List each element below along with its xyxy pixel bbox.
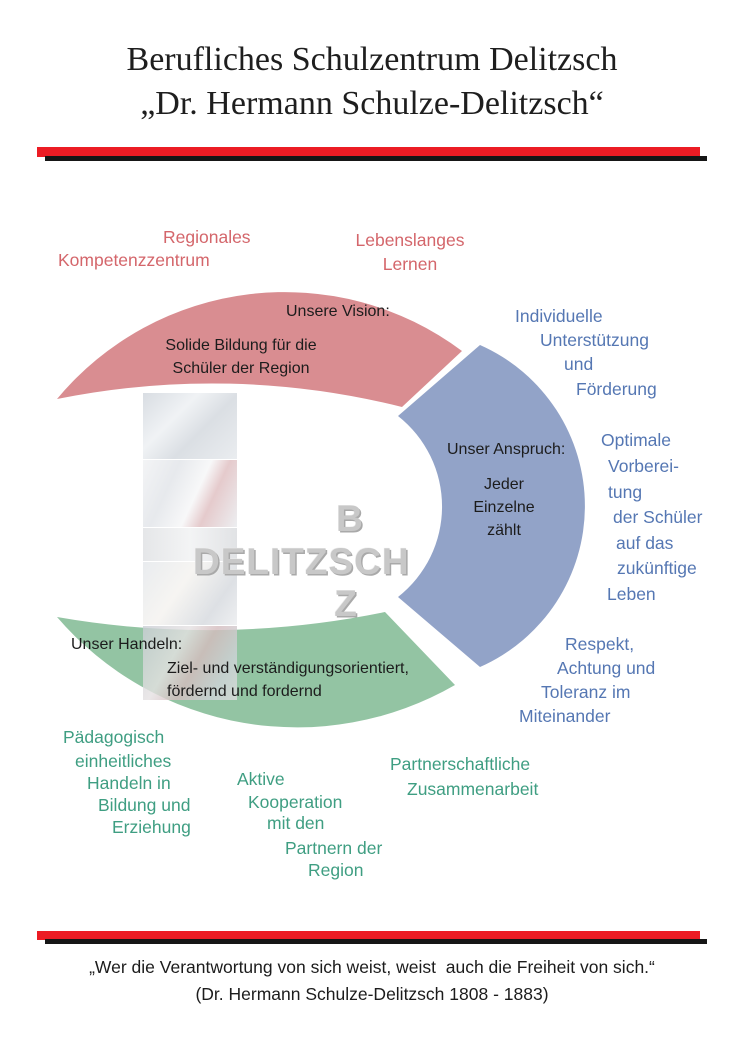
label-partnerschaftliche-line2: Zusammenarbeit: [407, 779, 539, 799]
label-lebenslanges-line2: Lernen: [382, 254, 438, 274]
label-respekt-line1: Respekt,: [565, 634, 635, 654]
label-paedagogisch-line2: einheitliches: [75, 751, 172, 771]
label-paedagogisch-line3: Handeln in: [87, 773, 171, 793]
label-individuelle-line4: Förderung: [576, 379, 657, 399]
photo-students-pair: [143, 626, 237, 700]
photo-equipment: [143, 528, 237, 561]
label-individuelle-line3: und: [564, 354, 594, 374]
label-optimale-line2: Vorberei-: [608, 456, 680, 476]
anspruch-heading: Unser Anspruch:: [447, 441, 566, 458]
label-aktive-line4: Partnern der: [285, 838, 383, 858]
label-aktive-line3: mit den: [267, 813, 325, 833]
bottom-divider-black-bar: [45, 939, 707, 944]
watermark-letter-b: B: [336, 498, 364, 539]
label-optimale-line5: auf das: [616, 533, 674, 553]
label-aktive-line5: Region: [308, 860, 364, 880]
vision-heading: Unsere Vision:: [286, 303, 390, 320]
page-title-line1: Berufliches Schulzentrum Delitzsch: [126, 41, 618, 78]
label-optimale-line1: Optimale: [601, 430, 672, 450]
handeln-body-line2: fördernd und fordernd: [167, 683, 322, 700]
photo-classroom-1: [143, 393, 237, 459]
vision-body-line1: Solide Bildung für die: [165, 337, 317, 354]
label-individuelle-line1: Individuelle: [515, 306, 603, 326]
top-divider-red-bar: [37, 147, 700, 157]
label-optimale-line4: der Schüler: [613, 507, 703, 527]
arc-anspruch-shape: [398, 345, 585, 667]
label-partnerschaftliche-line1: Partnerschaftliche: [390, 754, 531, 774]
bottom-divider-red-bar: [37, 931, 700, 940]
label-paedagogisch-line1: Pädagogisch: [63, 727, 165, 747]
watermark-letter-z: Z: [334, 583, 358, 624]
label-respekt-line2: Achtung und: [557, 658, 656, 678]
handeln-body-line1: Ziel- und verständigungsorientiert,: [167, 660, 409, 677]
anspruch-body-line3: zählt: [487, 522, 521, 539]
page-title-line2: „Dr. Hermann Schulze-Delitzsch“: [140, 85, 604, 122]
handeln-heading: Unser Handeln:: [71, 636, 183, 653]
photo-students-group: [143, 562, 237, 625]
vision-body-line2: Schüler der Region: [172, 360, 310, 377]
label-optimale-line7: Leben: [607, 584, 656, 604]
label-regionales-line1: Regionales: [163, 227, 251, 247]
label-individuelle-line2: Unterstützung: [540, 330, 649, 350]
photo-classroom-2: [143, 460, 237, 527]
label-paedagogisch-line4: Bildung und: [98, 795, 191, 815]
label-regionales-line2: Kompetenzzentrum: [58, 250, 210, 270]
anspruch-body-line2: Einzelne: [473, 499, 535, 516]
label-lebenslanges-line1: Lebenslanges: [355, 230, 465, 250]
footer-quote: „Wer die Verantwortung von sich weist, w…: [89, 957, 655, 977]
label-respekt-line3: Toleranz im: [541, 682, 631, 702]
label-optimale-line6: zukünftige: [617, 558, 697, 578]
watermark-delitzsch: DELITZSCH: [193, 541, 410, 582]
photo-strip: [143, 393, 237, 700]
footer-attribution: (Dr. Hermann Schulze-Delitzsch 1808 - 18…: [195, 984, 549, 1004]
label-respekt-line4: Miteinander: [519, 706, 611, 726]
arc-vision-shape: [57, 292, 462, 407]
anspruch-body-line1: Jeder: [483, 476, 525, 493]
top-divider-black-bar: [45, 156, 707, 161]
label-paedagogisch-line5: Erziehung: [112, 817, 191, 837]
label-aktive-line2: Kooperation: [248, 792, 343, 812]
label-optimale-line3: tung: [608, 482, 643, 502]
label-aktive-line1: Aktive: [237, 769, 285, 789]
